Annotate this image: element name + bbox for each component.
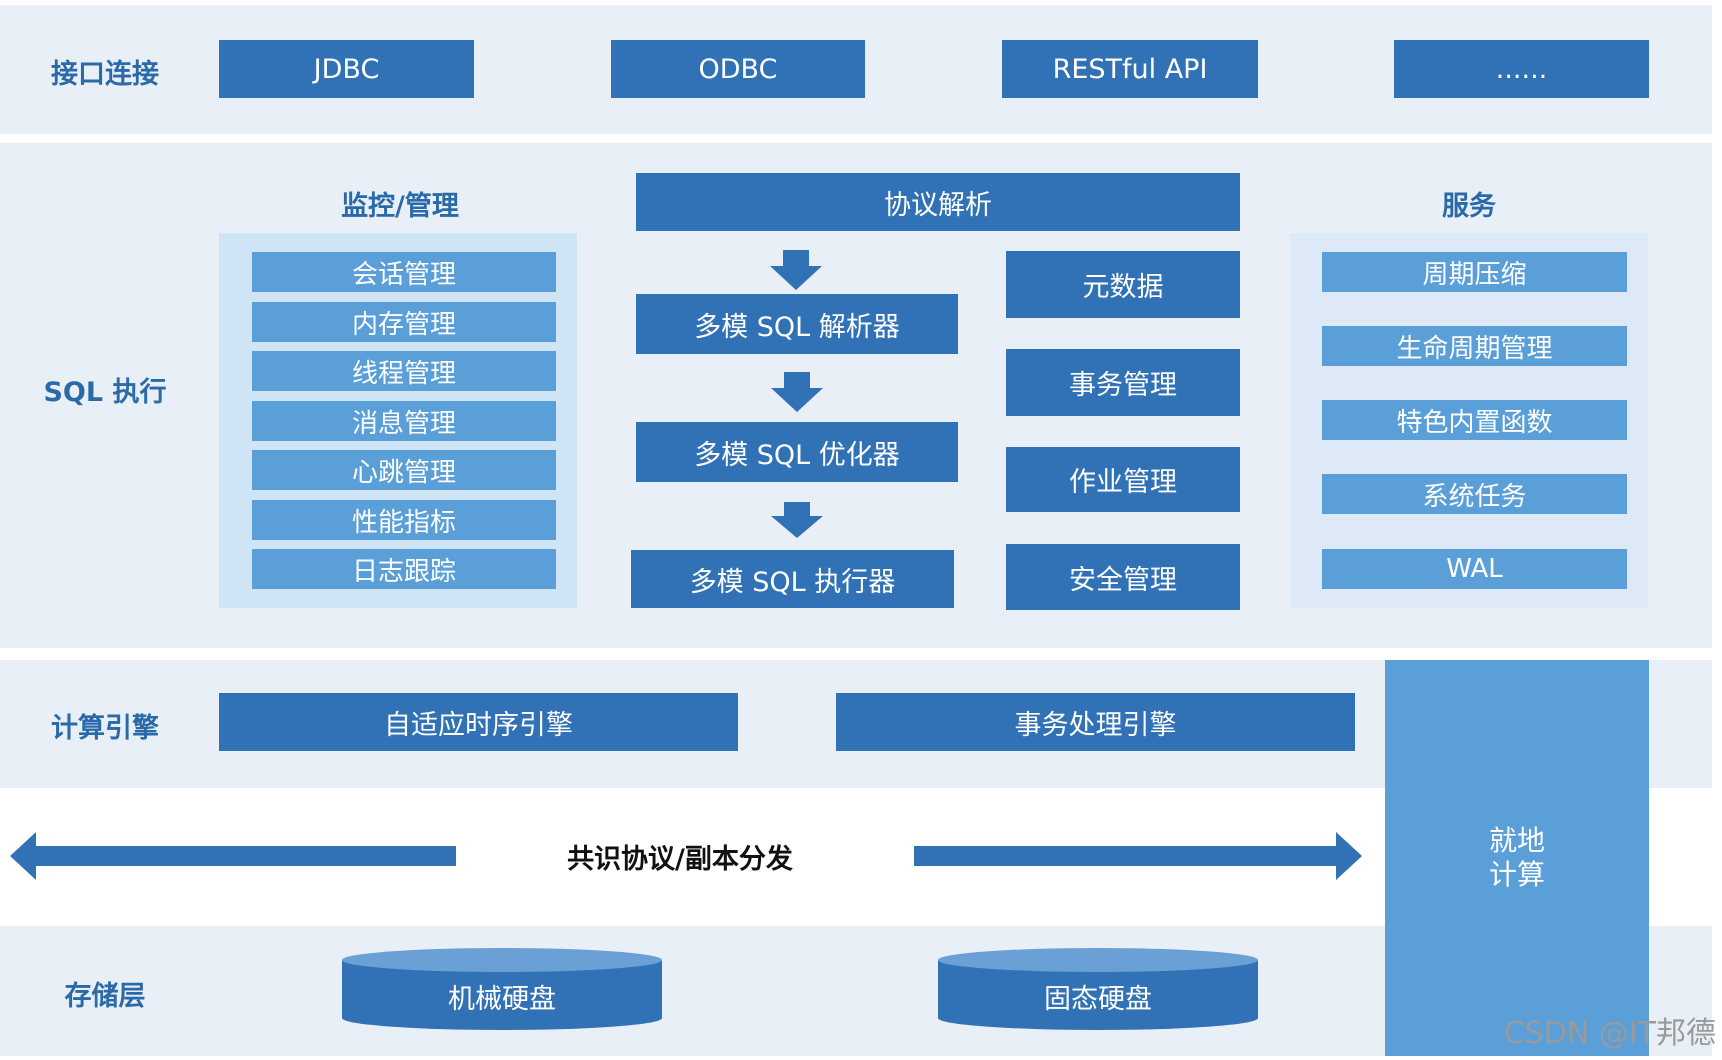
protocol-parse-box: 协议解析 — [636, 173, 1240, 231]
consensus-label: 共识协议/副本分发 — [567, 843, 793, 875]
security-mgmt-box: 安全管理 — [1006, 544, 1240, 610]
wal-box: WAL — [1322, 549, 1627, 589]
down-arrow-icon — [770, 250, 822, 290]
left-arrow-icon — [10, 832, 456, 880]
log-trace-box: 日志跟踪 — [252, 549, 556, 589]
storage-layer-label: 存储层 — [64, 980, 146, 1012]
hdd-cylinder-icon — [342, 948, 662, 1030]
jdbc-box: JDBC — [219, 40, 474, 98]
local-compute-box: 就地 计算 — [1385, 660, 1649, 1056]
adaptive-timeseries-engine-box: 自适应时序引擎 — [219, 693, 738, 751]
right-arrow-icon — [914, 832, 1362, 880]
down-arrow-icon — [771, 372, 823, 412]
transaction-engine-box: 事务处理引擎 — [836, 693, 1355, 751]
message-mgmt-box: 消息管理 — [252, 401, 556, 441]
interface-layer-label: 接口连接 — [51, 58, 159, 90]
compute-layer-label: 计算引擎 — [51, 712, 159, 744]
more-interfaces-box: ...... — [1394, 40, 1649, 98]
transaction-mgmt-box: 事务管理 — [1006, 349, 1240, 416]
periodic-compaction-box: 周期压缩 — [1322, 252, 1627, 292]
odbc-box: ODBC — [611, 40, 865, 98]
sql-parser-box: 多模 SQL 解析器 — [636, 294, 958, 354]
metadata-box: 元数据 — [1006, 251, 1240, 318]
sql-optimizer-box: 多模 SQL 优化器 — [636, 422, 958, 482]
down-arrow-icon — [771, 502, 823, 538]
ssd-cylinder-icon — [938, 948, 1258, 1030]
monitor-title: 监控/管理 — [341, 190, 459, 222]
lifecycle-mgmt-box: 生命周期管理 — [1322, 326, 1627, 366]
builtin-functions-box: 特色内置函数 — [1322, 400, 1627, 440]
thread-mgmt-box: 线程管理 — [252, 351, 556, 391]
performance-metrics-box: 性能指标 — [252, 500, 556, 540]
sql-layer-label: SQL 执行 — [43, 376, 167, 408]
hdd-label: 机械硬盘 — [448, 983, 556, 1015]
local-compute-line2: 计算 — [1488, 858, 1545, 891]
restful-api-box: RESTful API — [1002, 40, 1258, 98]
job-mgmt-box: 作业管理 — [1006, 447, 1240, 512]
sql-executor-box: 多模 SQL 执行器 — [631, 550, 954, 608]
heartbeat-mgmt-box: 心跳管理 — [252, 450, 556, 490]
local-compute-line1: 就地 — [1488, 824, 1545, 857]
session-mgmt-box: 会话管理 — [252, 252, 556, 292]
memory-mgmt-box: 内存管理 — [252, 302, 556, 342]
service-title: 服务 — [1442, 190, 1496, 222]
ssd-label: 固态硬盘 — [1044, 983, 1152, 1015]
watermark: CSDN @IT邦德 — [1503, 1016, 1716, 1051]
system-tasks-box: 系统任务 — [1322, 474, 1627, 514]
